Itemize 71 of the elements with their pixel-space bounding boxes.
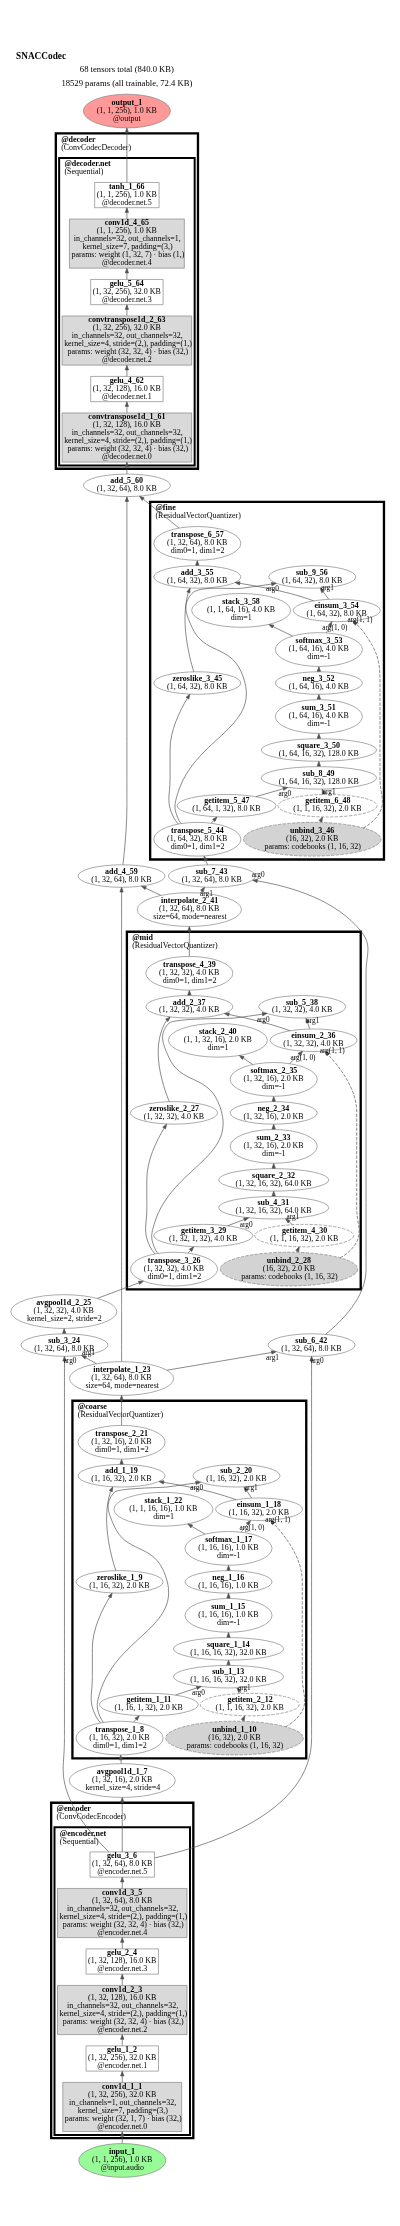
arrow [239, 1054, 253, 1065]
arrow [62, 1355, 110, 1852]
arrow [243, 1486, 252, 1498]
arrow [236, 1687, 242, 1694]
arrow [154, 1355, 314, 1858]
edge-label: arg0 [310, 1355, 324, 1365]
arrow [124, 364, 129, 377]
arrow [124, 400, 129, 413]
arrow [227, 1217, 249, 1226]
arrow [145, 1123, 167, 1254]
edge-label: arg(1, 0) [322, 622, 348, 632]
arrow [187, 1523, 206, 1534]
arrow [168, 693, 191, 824]
arrow [124, 267, 129, 280]
arrow [119, 886, 124, 1362]
arrow [106, 1486, 117, 1571]
arrow [166, 1350, 277, 1370]
arrow [120, 1796, 125, 1852]
edge-label: arg(1, 1) [265, 1514, 291, 1524]
label: 68 tensors total (840.0 KB) [79, 63, 174, 74]
arrow [319, 587, 330, 600]
edge-label: arg(1, 0) [290, 1052, 316, 1062]
arrow [122, 496, 129, 865]
arrow [124, 461, 129, 474]
arrow [141, 885, 162, 896]
edge-label: arg0 [251, 869, 265, 879]
arrow [120, 1973, 125, 1986]
arrow [187, 925, 192, 957]
edge-label: arg1 [200, 888, 213, 898]
label: 18529 params (all trainable, 72.4 KB) [61, 77, 193, 88]
arrow [96, 1480, 201, 1723]
arrow [120, 2033, 125, 2046]
arrow [289, 1050, 303, 1064]
arrow [203, 855, 208, 865]
arrow [211, 816, 218, 823]
arrow [139, 495, 180, 528]
diagram-title: SNACCodec [16, 50, 67, 61]
arrow [120, 1936, 125, 1949]
arrow [295, 1246, 300, 1252]
arrow [133, 1715, 140, 1722]
arrow [124, 303, 129, 316]
arrow [151, 1011, 268, 1254]
arrow [318, 816, 323, 823]
arrow [119, 1754, 123, 1764]
arrow [120, 1876, 125, 1889]
arrow [90, 1592, 113, 1723]
arrow [268, 623, 293, 636]
arrow [252, 878, 369, 1335]
arrow [326, 620, 333, 633]
arrow [124, 127, 129, 183]
arrow [120, 2130, 125, 2144]
edge-label: arg1 [306, 1015, 320, 1025]
arrow [157, 1016, 171, 1102]
edge-label: arg(1, 0) [239, 1522, 265, 1532]
arrow [119, 1394, 124, 1425]
arrow [234, 580, 314, 601]
arrow [174, 581, 277, 824]
arrow [184, 587, 195, 672]
arrow [255, 786, 289, 797]
arrow [305, 1017, 311, 1029]
arrow [175, 1685, 202, 1695]
arrow [285, 1217, 293, 1225]
arrow [81, 1354, 97, 1364]
arrow [97, 1280, 144, 1299]
edge-label: arg1 [322, 786, 336, 796]
arrow [187, 1246, 194, 1253]
arrow [158, 1479, 237, 1500]
edge-label: arg(1, 1) [319, 1045, 345, 1055]
arrow [120, 2070, 125, 2082]
arrow [124, 206, 129, 219]
arrow [224, 1012, 291, 1031]
